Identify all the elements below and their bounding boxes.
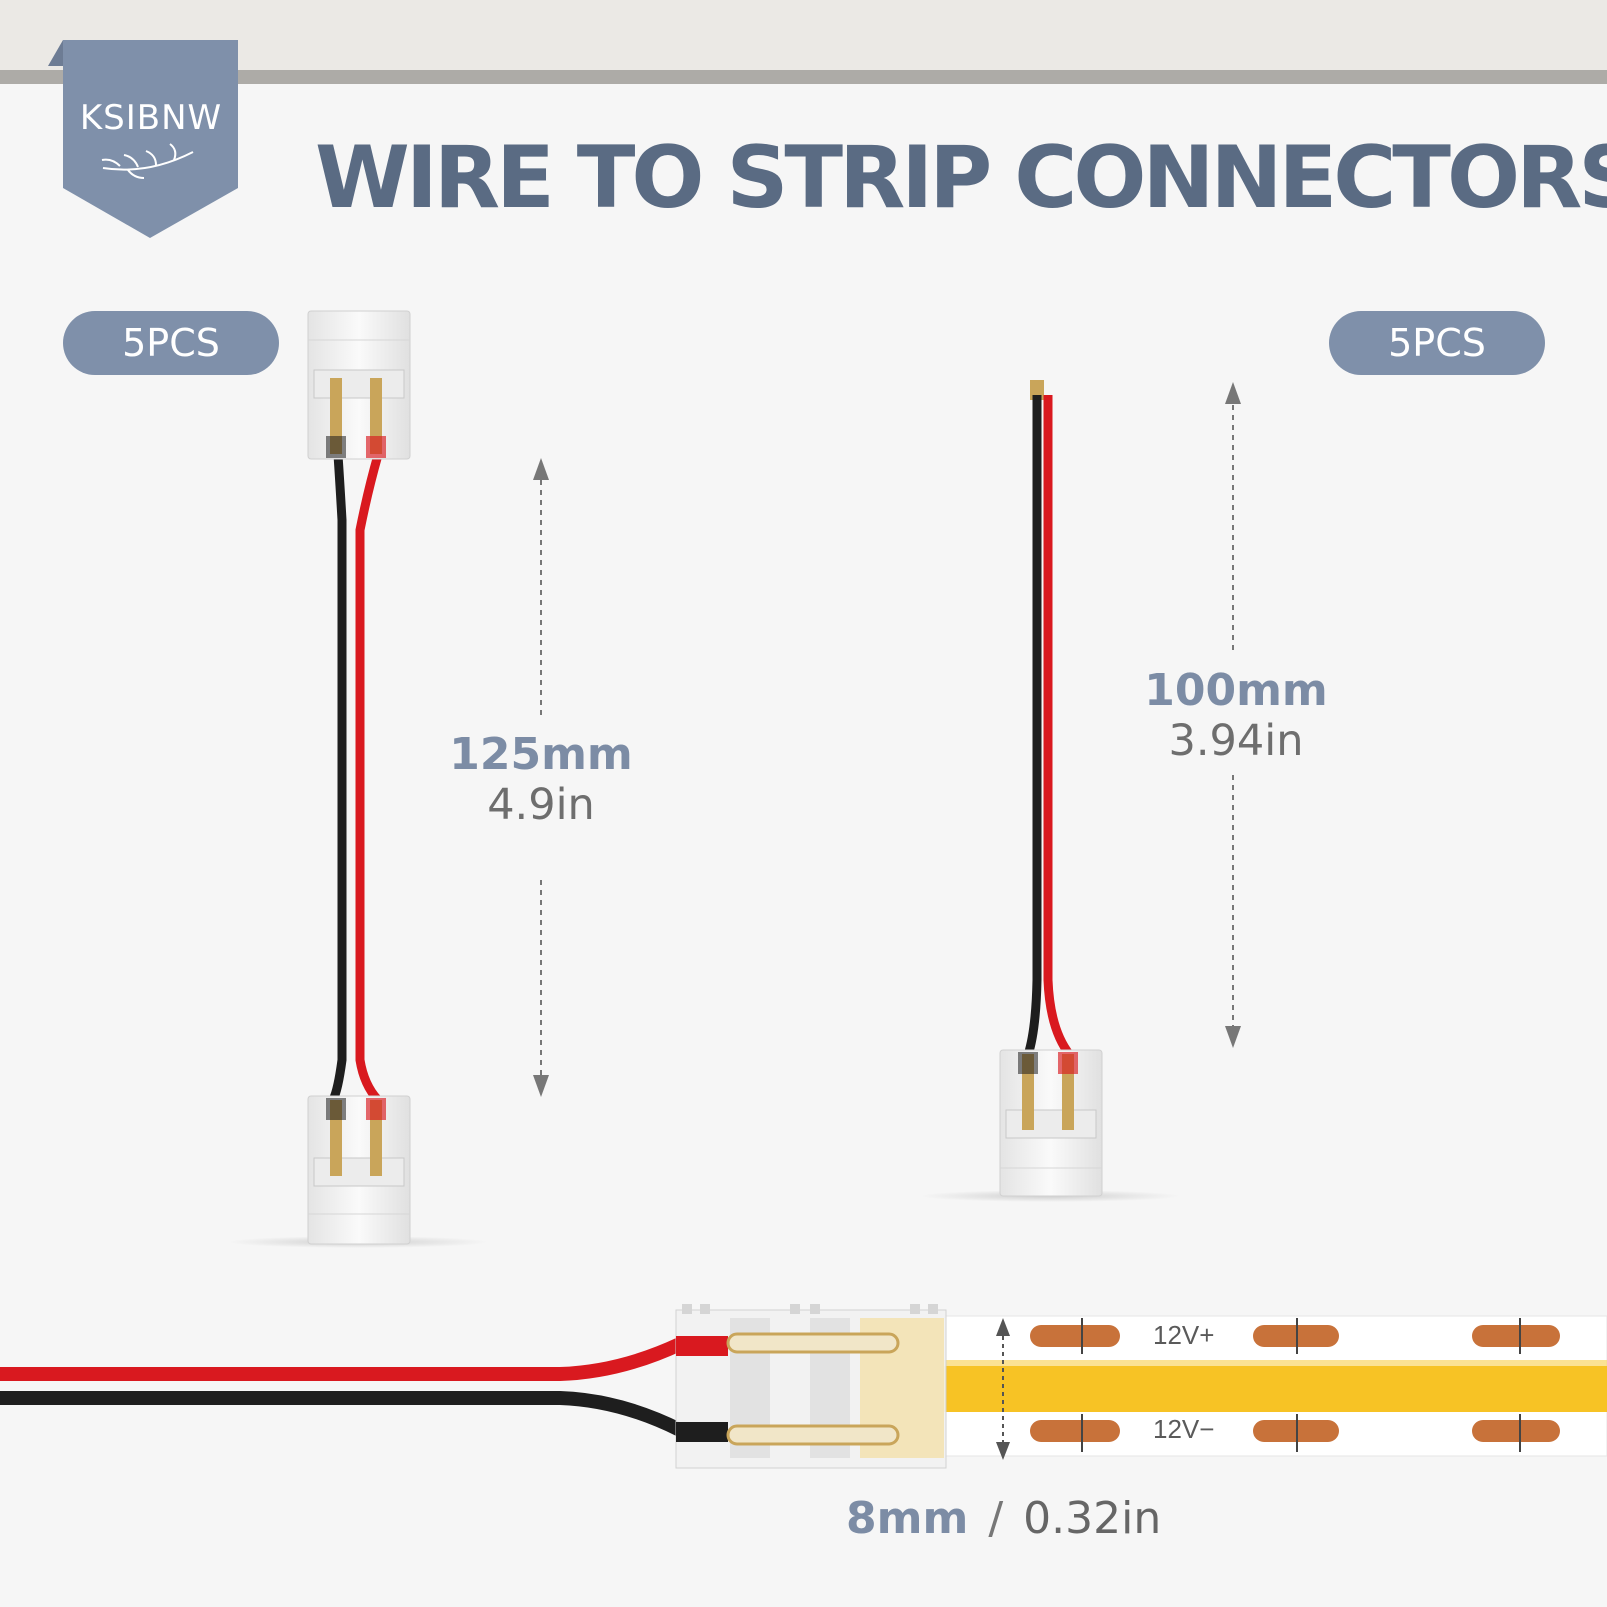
brand-logo-text: KSIBNW	[79, 98, 223, 138]
top-divider	[0, 70, 1607, 84]
page-title: WIRE TO STRIP CONNECTORS	[315, 128, 1607, 228]
dimension-arrow-icon	[1225, 382, 1241, 1048]
length-label-left: 125mm 4.9in	[400, 729, 682, 831]
clip-bottom	[307, 1095, 411, 1245]
strip-width-mm: 8mm	[846, 1493, 969, 1544]
strip-connection-detail	[0, 1304, 1607, 1469]
strip-label-negative: 12V−	[1153, 1414, 1215, 1444]
clip-top	[307, 310, 411, 460]
strip-label-positive: 12V+	[1153, 1320, 1215, 1350]
clip-pigtail	[999, 1049, 1103, 1197]
quantity-badge-right: 5PCS	[1329, 311, 1545, 375]
strip-width-separator: /	[988, 1493, 1004, 1544]
leaf-icon	[101, 143, 194, 179]
length-label-right: 100mm 3.94in	[1095, 665, 1377, 767]
jumper-connector-left	[228, 310, 488, 1248]
pigtail-connector-right	[920, 380, 1180, 1202]
dimension-arrow-icon	[996, 1318, 1010, 1460]
quantity-badge-left: 5PCS	[63, 311, 279, 375]
brand-badge	[48, 40, 238, 238]
top-band	[0, 0, 1607, 70]
length-mm-right: 100mm	[1144, 665, 1328, 716]
strip-width-in: 0.32in	[1023, 1493, 1162, 1544]
length-in-right: 3.94in	[1168, 716, 1304, 766]
length-in-left: 4.9in	[487, 780, 595, 830]
strip-width-label: 8mm / 0.32in	[846, 1494, 1186, 1544]
length-mm-left: 125mm	[449, 729, 633, 780]
dimension-arrow-icon	[533, 458, 549, 1097]
